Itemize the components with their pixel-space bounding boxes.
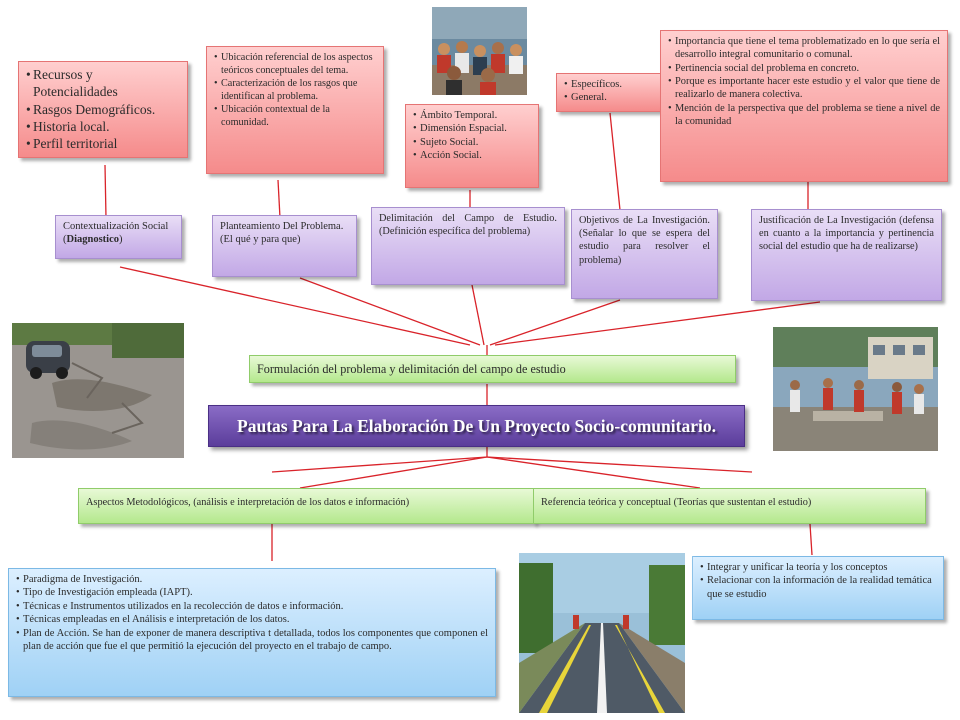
list-item: Rasgos Demográficos. — [26, 101, 180, 119]
list-item: Acción Social. — [413, 149, 531, 163]
box-justificacion-items: Importancia que tiene el tema problemati… — [660, 30, 948, 182]
delimitacion-label: Delimitación del Campo de Estudio. (Defi… — [379, 213, 557, 238]
formulation-bar: Formulación del problema y delimitación … — [249, 355, 736, 383]
photo-community-work — [773, 327, 938, 451]
box-metodologicos-items: Paradigma de Investigación.Tipo de Inves… — [8, 568, 496, 697]
connector-split-right — [486, 456, 753, 473]
box-objetivos-items: Específicos.General. — [556, 73, 664, 112]
list-item: Porque es importante hacer este estudio … — [668, 75, 940, 102]
list-item: Sujeto Social. — [413, 136, 531, 150]
connector-delimitacion-hub — [471, 284, 485, 346]
connector-context-detail — [104, 164, 107, 219]
list-justificacion-items: Importancia que tiene el tema problemati… — [668, 35, 940, 128]
list-item: Técnicas empleadas en el Análisis e inte… — [16, 613, 488, 627]
list-item: Específicos. — [564, 78, 656, 92]
list-metodologicos-items: Paradigma de Investigación.Tipo de Inves… — [16, 573, 488, 654]
list-item: Integrar y unificar la teoría y los conc… — [700, 561, 936, 575]
connector-split-theory — [486, 456, 701, 489]
box-referencia: Referencia teórica y conceptual (Teorías… — [533, 488, 926, 524]
list-objetivos-items: Específicos.General. — [564, 78, 656, 105]
connector-objetivos-hub — [489, 299, 621, 346]
box-objetivos: Objetivos de La Investigación. (Señalar … — [571, 209, 718, 299]
box-planteamiento-items: Ubicación referencial de los aspectos te… — [206, 46, 384, 174]
page-title: Pautas Para La Elaboración De Un Proyect… — [208, 405, 745, 447]
box-delimitacion-items: Ámbito Temporal.Dimensión Espacial.Sujet… — [405, 104, 539, 188]
connector-objetivos-detail — [609, 112, 621, 211]
list-delimitacion-items: Ámbito Temporal.Dimensión Espacial.Sujet… — [413, 109, 531, 163]
planteamiento-label: Planteamiento Del Problema. (El qué y pa… — [220, 221, 344, 246]
photo-damaged-road — [12, 323, 184, 458]
list-item: Ámbito Temporal. — [413, 109, 531, 123]
formulation-text: Formulación del problema y delimitación … — [257, 362, 566, 376]
list-item: Dimensión Espacial. — [413, 122, 531, 136]
connector-justificacion-hub — [494, 301, 821, 346]
list-contextualizacion-items: Recursos y PotencialidadesRasgos Demográ… — [26, 66, 180, 153]
contextualizacion-label-start: Contextualización Social ( — [63, 221, 169, 246]
photo-paved-street — [519, 553, 685, 713]
referencia-label: Referencia teórica y conceptual (Teorías… — [541, 497, 812, 508]
box-referencia-items: Integrar y unificar la teoría y los conc… — [692, 556, 944, 620]
box-contextualizacion-items: Recursos y PotencialidadesRasgos Demográ… — [18, 61, 188, 158]
box-planteamiento: Planteamiento Del Problema. (El qué y pa… — [212, 215, 357, 277]
list-item: General. — [564, 91, 656, 105]
list-item: Relacionar con la información de la real… — [700, 574, 936, 601]
list-item: Perfil territorial — [26, 135, 180, 153]
contextualizacion-label-end: ) — [119, 234, 123, 246]
box-justificacion: Justificación de La Investigación (defen… — [751, 209, 942, 301]
list-item: Recursos y Potencialidades — [26, 66, 180, 101]
box-delimitacion: Delimitación del Campo de Estudio. (Defi… — [371, 207, 565, 285]
connector-split-methods — [299, 456, 488, 489]
box-metodologicos: Aspectos Metodológicos, (análisis e inte… — [78, 488, 535, 524]
list-item: Pertinencia social del problema en concr… — [668, 62, 940, 76]
list-planteamiento-items: Ubicación referencial de los aspectos te… — [214, 51, 376, 129]
list-item: Caracterización de los rasgos que identi… — [214, 77, 376, 103]
connector-split-left — [271, 456, 488, 473]
list-item: Plan de Acción. Se han de exponer de man… — [16, 627, 488, 654]
box-contextualizacion: Contextualización Social (Diagnostico) — [55, 215, 182, 259]
objetivos-label: Objetivos de La Investigación. (Señalar … — [579, 215, 710, 266]
connector-context-hub — [119, 266, 471, 346]
connector-planteamiento-detail — [277, 179, 281, 219]
contextualizacion-label-bold: Diagnostico — [66, 234, 120, 246]
list-item: Historia local. — [26, 118, 180, 136]
photo-community-meeting — [432, 7, 527, 95]
list-item: Ubicación referencial de los aspectos te… — [214, 51, 376, 77]
list-item: Tipo de Investigación empleada (IAPT). — [16, 586, 488, 600]
list-referencia-items: Integrar y unificar la teoría y los conc… — [700, 561, 936, 601]
list-item: Ubicación contextual de la comunidad. — [214, 103, 376, 129]
list-item: Paradigma de Investigación. — [16, 573, 488, 587]
metodologicos-label: Aspectos Metodológicos, (análisis e inte… — [86, 497, 410, 508]
list-item: Mención de la perspectiva que del proble… — [668, 102, 940, 129]
list-item: Técnicas e Instrumentos utilizados en la… — [16, 600, 488, 614]
justificacion-label: Justificación de La Investigación (defen… — [759, 215, 934, 253]
connector-theory-detail — [809, 523, 813, 556]
connector-planteamiento-hub — [299, 277, 481, 346]
list-item: Importancia que tiene el tema problemati… — [668, 35, 940, 62]
